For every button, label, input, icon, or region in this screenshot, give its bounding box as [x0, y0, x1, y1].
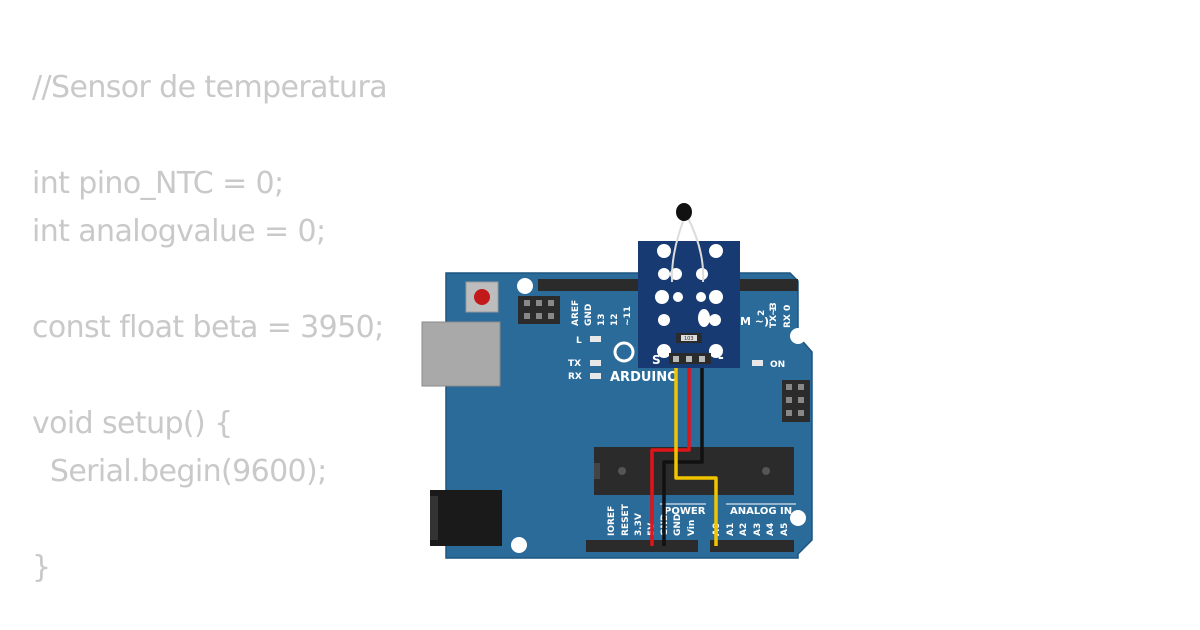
pin-label-a5: A5	[780, 523, 790, 536]
led-l	[590, 336, 601, 342]
pin-label-ioref: IOREF	[607, 506, 617, 536]
led-label-on: ON	[770, 360, 785, 370]
code-line: //Sensor de temperatura	[32, 70, 388, 105]
pwm-label: M ~)	[740, 315, 769, 328]
mounting-hole	[517, 278, 533, 294]
usb-connector	[421, 321, 501, 387]
led-tx	[590, 360, 601, 366]
led-label-rx: RX	[568, 372, 582, 382]
pin-label-a2: A2	[739, 523, 749, 536]
atmega-chip	[594, 447, 794, 495]
led-label-l: L	[576, 336, 582, 346]
code-line: void setup() {	[32, 406, 233, 441]
wire-5v	[650, 366, 691, 546]
code-line: }	[32, 550, 51, 585]
pin-label-aref: AREF	[571, 300, 581, 326]
code-line: Serial.begin(9600);	[32, 454, 327, 489]
power-header[interactable]	[586, 540, 698, 552]
resistor-code: 103	[684, 336, 694, 342]
pin-label-3v3: 3.3V	[634, 513, 644, 536]
reset-button-cap[interactable]	[474, 289, 490, 305]
pin-label-gnd-b: GND	[673, 514, 683, 536]
pin-label-11: ~11	[623, 306, 633, 326]
sensor-label-minus: -	[718, 350, 724, 366]
icsp-header-2	[782, 380, 810, 422]
brand-label: ARDUINO	[610, 370, 678, 385]
analog-header[interactable]	[710, 540, 794, 552]
pin-label-3: ~3	[769, 302, 779, 316]
pin-label-gnd: GND	[584, 304, 594, 326]
pin-label-a4: A4	[766, 523, 776, 536]
led-label-tx: TX	[568, 359, 581, 369]
wires	[650, 366, 718, 546]
pin-label-12: 12	[610, 313, 620, 326]
arduino-uno-board[interactable]: AREF GND 13 12 ~11 M ~) ~3 2 TX 1 RX 0 L…	[421, 272, 813, 559]
pin-label-a3: A3	[753, 523, 763, 536]
pin-label-vin: Vin	[687, 520, 697, 536]
ntc-sensor-module[interactable]: 103 S -	[638, 203, 740, 368]
mounting-hole	[511, 537, 527, 553]
led-on	[752, 360, 763, 366]
wire-gnd	[662, 366, 704, 546]
pin-label-2: 2	[757, 310, 767, 316]
power-header-label: POWER	[664, 506, 706, 517]
wire-signal	[674, 366, 718, 546]
led-rx	[590, 373, 601, 379]
mounting-hole	[790, 510, 806, 526]
arduino-logo-icon	[613, 341, 635, 363]
pin-label-a1: A1	[726, 523, 736, 536]
analog-header-label: ANALOG IN	[730, 506, 792, 517]
thermistor-icon	[676, 203, 692, 221]
pin-label-reset: RESET	[621, 503, 631, 536]
digital-header[interactable]	[538, 279, 798, 291]
code-line: int pino_NTC = 0;	[32, 166, 284, 201]
pin-label-tx1: TX 1	[769, 306, 779, 328]
icsp-header	[518, 296, 560, 324]
code-line: int analogvalue = 0;	[32, 214, 326, 249]
pin-label-13: 13	[597, 313, 607, 326]
code-editor: //Sensor de temperatura int pino_NTC = 0…	[32, 64, 388, 592]
code-line: const float beta = 3950;	[32, 310, 384, 345]
pin-label-rx0: RX 0	[783, 305, 793, 328]
dc-jack	[430, 490, 502, 546]
mounting-hole	[790, 328, 806, 344]
sensor-label-s: S	[652, 353, 661, 367]
